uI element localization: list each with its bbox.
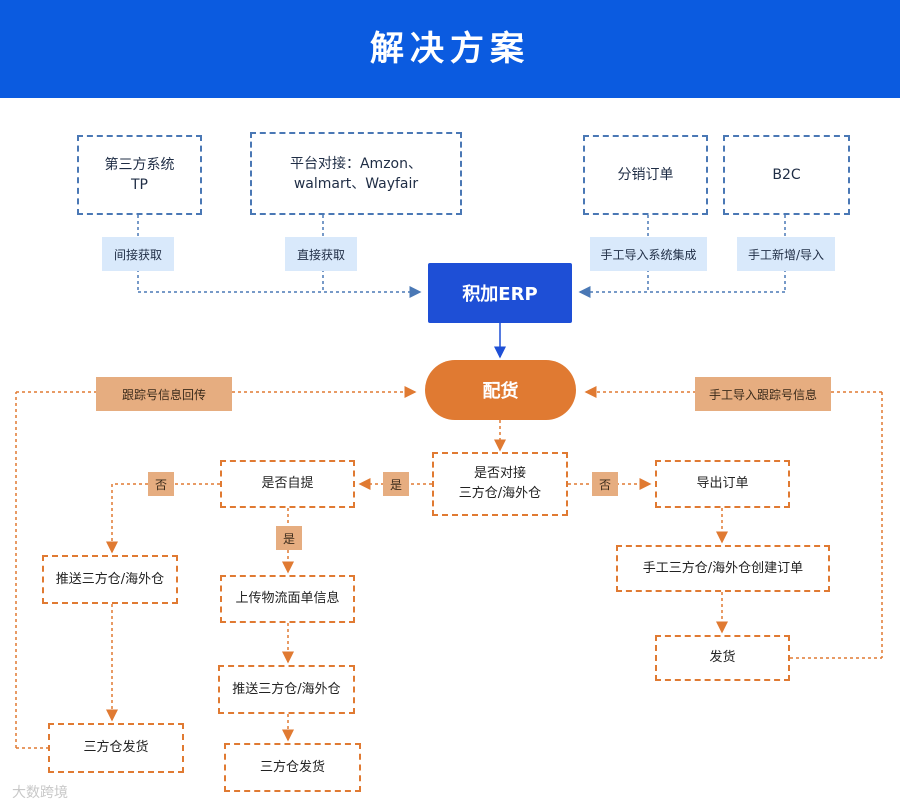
right-ship: 发货: [655, 635, 790, 681]
label-yes-pickup: 是: [276, 526, 302, 550]
mid-3pl-ship: 三方仓发货: [224, 743, 361, 792]
tag-manual-add: 手工新增/导入: [737, 237, 835, 271]
tag-tracking-return: 跟踪号信息回传: [96, 377, 232, 411]
decision-connect-line2: 三方仓/海外仓: [458, 486, 542, 501]
tag-indirect: 间接获取: [102, 237, 174, 271]
source-distribution: 分销订单: [583, 135, 708, 215]
source-platform: 平台对接：Amzon、 walmart、Wayfair: [250, 132, 462, 215]
decision-connect-line1: 是否对接: [473, 466, 526, 481]
right-export-orders: 导出订单: [655, 460, 790, 508]
source-platform-line2: walmart、Wayfair: [293, 175, 419, 192]
left-3pl-ship: 三方仓发货: [48, 723, 184, 773]
label-no-connect: 否: [592, 472, 618, 496]
label-no-pickup: 否: [148, 472, 174, 496]
page-title: 解决方案: [370, 29, 530, 69]
tag-manual-tracking: 手工导入跟踪号信息: [695, 377, 831, 411]
right-create-3pl-order: 手工三方仓/海外仓创建订单: [616, 545, 830, 592]
mid-push-3pl: 推送三方仓/海外仓: [218, 665, 355, 714]
tag-manual-integration: 手工导入系统集成: [590, 237, 707, 271]
erp-box: 积加ERP: [428, 263, 572, 323]
source-platform-line1: 平台对接：Amzon、: [289, 155, 422, 172]
header-bar: [0, 0, 900, 98]
source-tp-line1: 第三方系统: [104, 157, 175, 173]
watermark: 大数跨境: [12, 785, 68, 801]
decision-connect-3pl: 是否对接 三方仓/海外仓: [432, 452, 568, 516]
decision-self-pickup: 是否自提: [220, 460, 355, 508]
source-b2c: B2C: [723, 135, 850, 215]
mid-upload-label: 上传物流面单信息: [220, 575, 355, 623]
tag-direct: 直接获取: [285, 237, 357, 271]
allocate-box: 配货: [425, 360, 576, 420]
left-push-3pl: 推送三方仓/海外仓: [42, 555, 178, 604]
label-yes-connect: 是: [383, 472, 409, 496]
source-third-party-tp: 第三方系统 TP: [77, 135, 202, 215]
source-tp-line2: TP: [131, 177, 148, 193]
